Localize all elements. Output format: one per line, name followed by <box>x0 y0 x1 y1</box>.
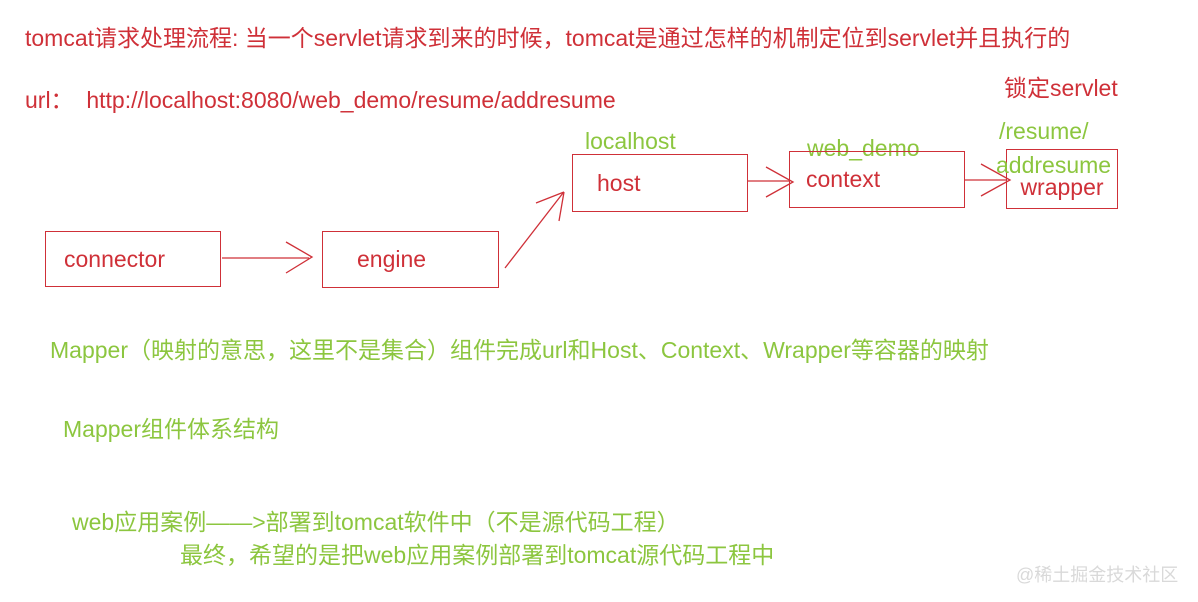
connector-box: connector <box>45 231 221 287</box>
deploy-final-text: 最终，希望的是把web应用案例部署到tomcat源代码工程中 <box>180 542 775 568</box>
mapper-note-text: Mapper（映射的意思，这里不是集合）组件完成url和Host、Context… <box>50 337 989 363</box>
arrow-engine-to-host <box>504 191 565 269</box>
watermark-text: @稀土掘金技术社区 <box>1016 565 1179 585</box>
url-text: url： http://localhost:8080/web_demo/resu… <box>25 87 616 113</box>
lock-servlet-text: 锁定servlet <box>1004 75 1118 101</box>
wrapper-annotation-path: /resume/ <box>999 118 1089 144</box>
mapper-structure-text: Mapper组件体系结构 <box>63 416 279 442</box>
host-box-label: host <box>597 169 641 196</box>
connector-box-label: connector <box>64 245 166 272</box>
engine-box-label: engine <box>357 246 427 272</box>
host-annotation: localhost <box>585 128 676 154</box>
wrapper-box-label: wrapper <box>1020 174 1104 200</box>
arrow-host-to-context <box>748 166 795 198</box>
context-box: context <box>789 151 965 208</box>
host-box: host <box>572 154 748 212</box>
context-annotation: web_demo <box>807 135 920 161</box>
context-box-label: context <box>806 166 881 192</box>
arrow-connector-to-engine <box>222 241 314 274</box>
wrapper-annotation-servlet: addresume <box>996 152 1112 178</box>
title-text: tomcat请求处理流程: 当一个servlet请求到来的时候，tomcat是通… <box>25 25 1071 51</box>
deploy-note-text: web应用案例——>部署到tomcat软件中（不是源代码工程） <box>72 509 680 535</box>
engine-box: engine <box>322 231 499 288</box>
